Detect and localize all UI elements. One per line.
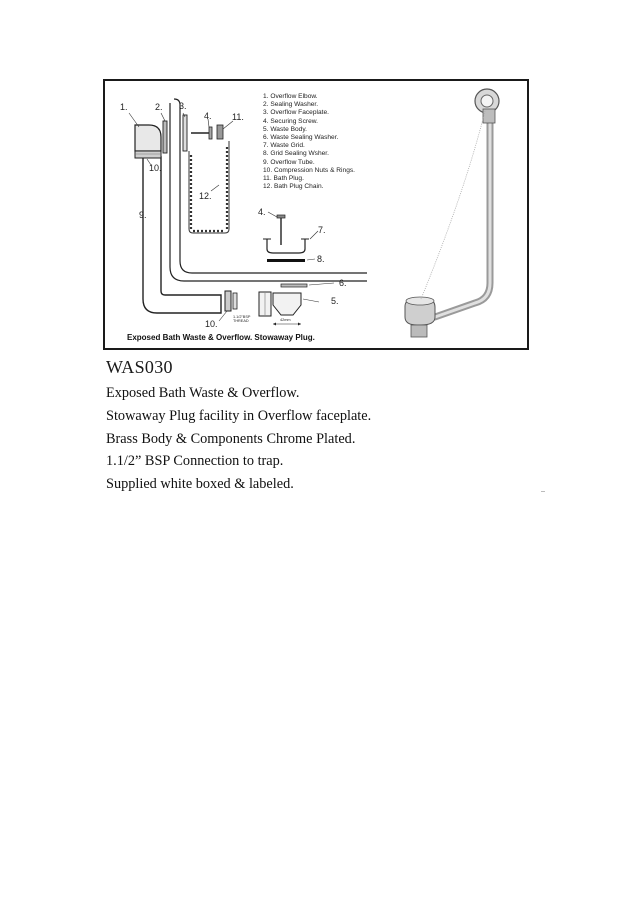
callout-12: 12. [199,191,212,201]
dimension-label: 42mm [280,318,291,322]
waste-grid [266,239,306,254]
legend-item: 10. Compression Nuts & Rings. [263,166,355,174]
legend-item: 6. Waste Sealing Washer. [263,134,339,142]
product-description: Exposed Bath Waste & Overflow. Stowaway … [106,382,371,496]
diagram-caption: Exposed Bath Waste & Overflow. Stowaway … [127,333,315,342]
callout-10: 10. [149,163,162,173]
description-line: Brass Body & Components Chrome Plated. [106,430,356,447]
scan-speck [541,491,545,492]
callout-11: 11. [232,112,244,122]
callout-4: 4. [204,111,212,121]
callout-4-lower: 4. [258,207,266,217]
callout-7: 7. [318,225,326,235]
description-line: Stowaway Plug facility in Overflow facep… [106,407,372,424]
description-line: Supplied white boxed & labeled. [106,476,294,493]
bath-wall [173,98,367,274]
description-line: 1.1/2” BSP Connection to trap. [106,453,284,470]
callout-2: 2. [155,102,163,112]
overflow-tube [142,156,222,314]
legend-item: 7. Waste Grid. [263,142,305,150]
callout-3: 3. [179,101,187,111]
legend-item: 4. Securing Screw. [263,117,318,125]
callout-1: 1. [120,102,128,112]
bath-plug-chain [188,141,230,234]
legend-item: 5. Waste Body. [263,125,307,133]
callout-10-lower: 10. [205,319,218,329]
waste-body [258,291,302,317]
callout-5: 5. [331,296,339,306]
description-line: Exposed Bath Waste & Overflow. [106,385,300,401]
legend-item: 12. Bath Plug Chain. [263,183,324,191]
legend-item: 11. Bath Plug. [263,175,304,183]
legend-item: 9. Overflow Tube. [263,158,315,166]
legend-item: 3. Overflow Faceplate. [263,109,329,117]
exploded-diagram [128,88,500,338]
overflow-elbow [134,124,162,152]
product-diagram-frame: 1. Overflow Elbow. 2. Sealing Washer. 3.… [103,79,529,350]
legend-item: 1. Overflow Elbow. [263,93,318,100]
product-code: WAS030 [106,357,173,377]
callout-6: 6. [339,278,347,288]
thread-label: 1.1/2"BSP THREAD [233,315,251,324]
legend-item: 8. Grid Sealing Wsher. [263,150,329,158]
legend-item: 2. Sealing Washer. [263,101,319,109]
assembled-product-photo [404,88,500,338]
parts-legend: 1. Overflow Elbow. 2. Sealing Washer. 3.… [263,93,355,191]
callout-9: 9. [139,210,147,220]
callout-8: 8. [317,254,325,264]
